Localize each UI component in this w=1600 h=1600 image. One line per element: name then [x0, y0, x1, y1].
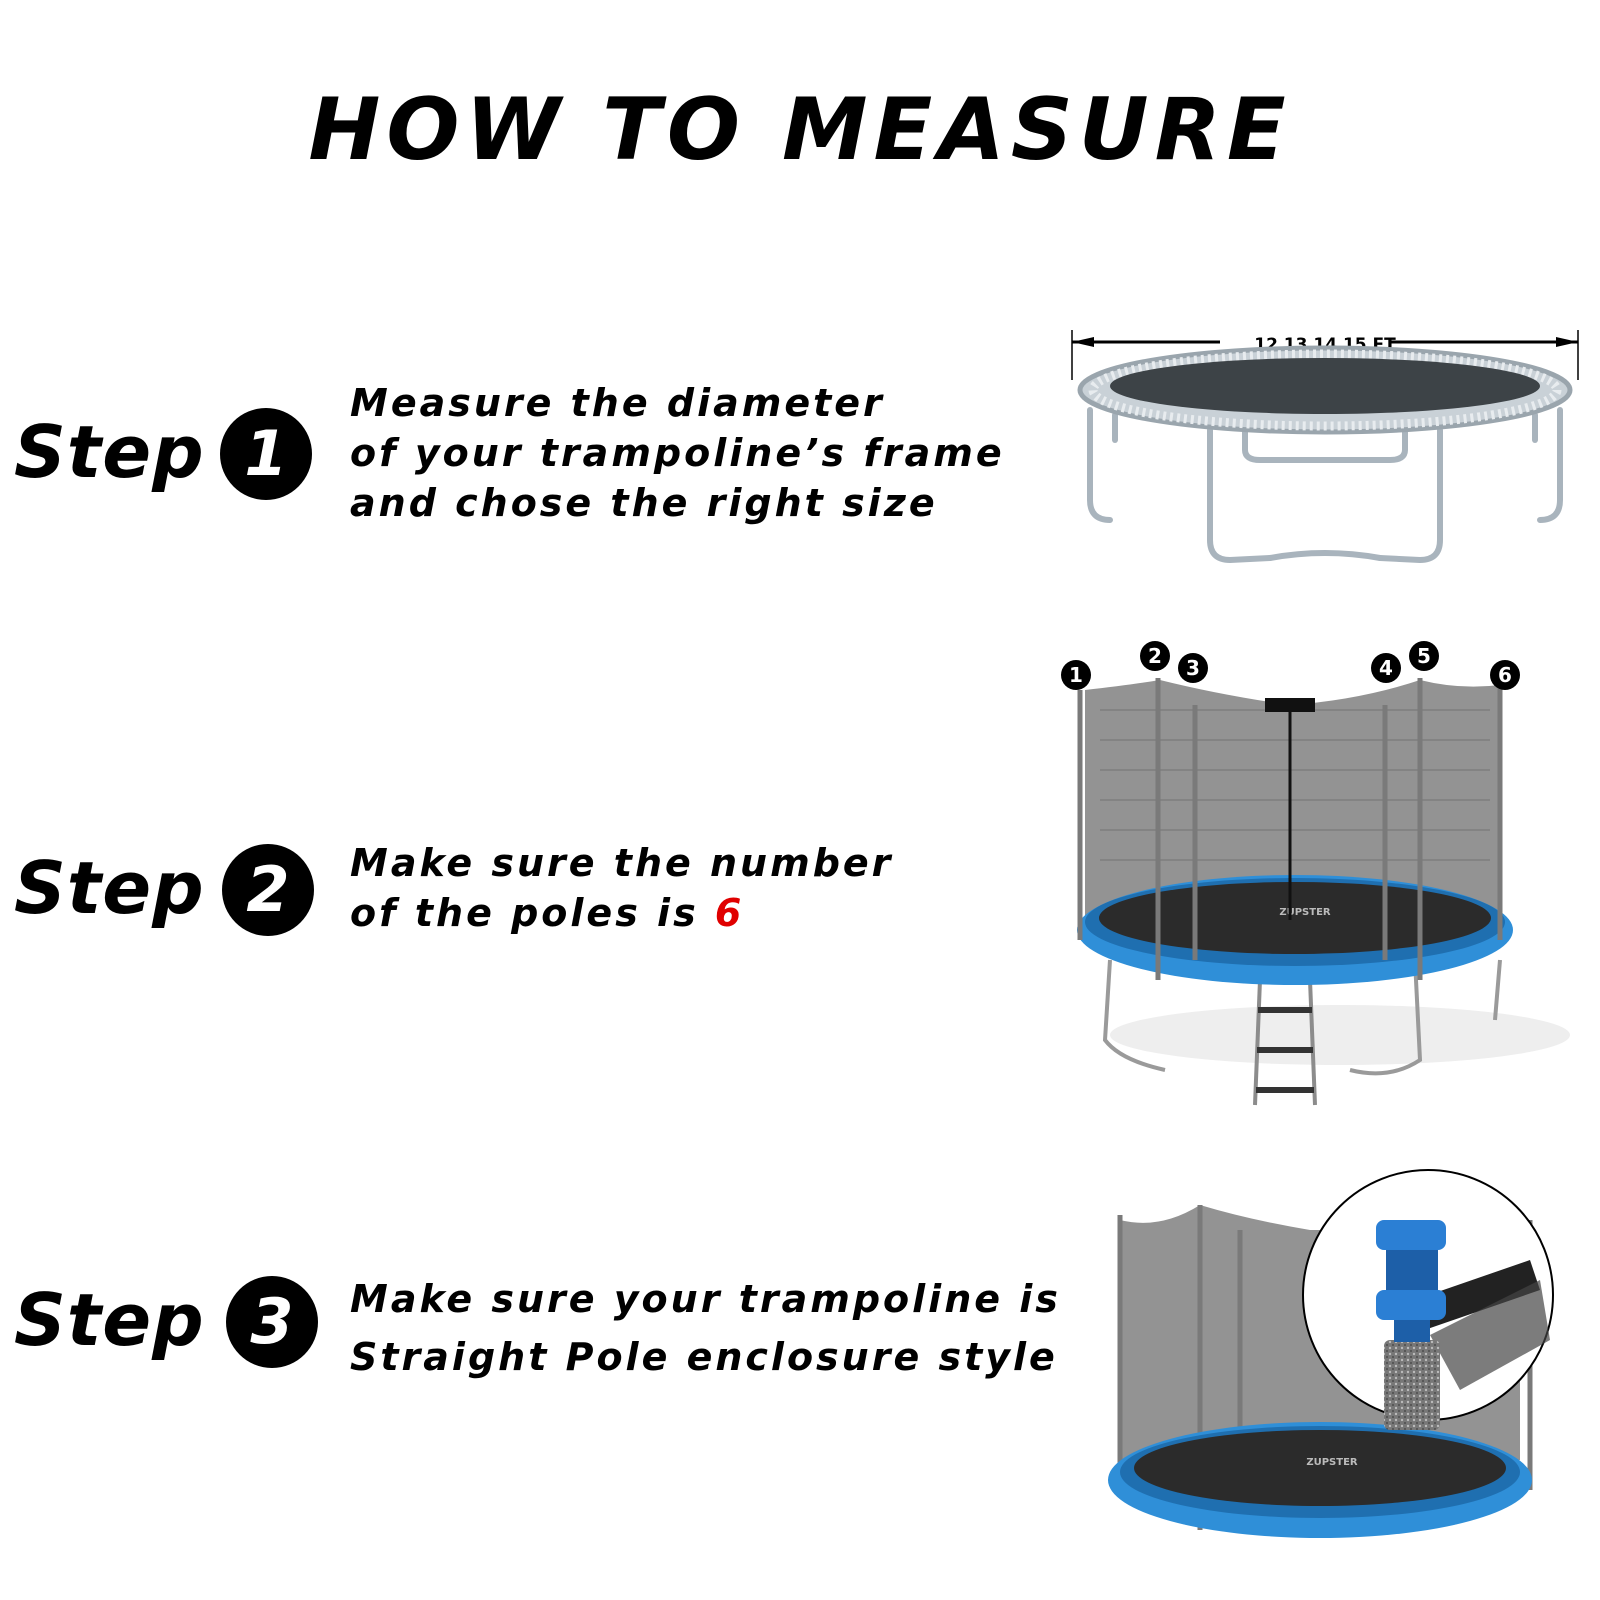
step-3-number-badge: 3	[226, 1276, 318, 1368]
step-2-text: Make sure the number of the poles is 6	[350, 838, 893, 938]
pole-number-badges: 1 2 3 4 5 6	[1061, 641, 1520, 690]
step-1-line-3: and chose the right size	[350, 481, 938, 525]
pole-number-1: 1	[1069, 663, 1083, 687]
step-3-label: Step	[14, 1278, 205, 1362]
step-2-line-2: of the poles is 6	[350, 888, 893, 938]
page-title: HOW TO MEASURE	[308, 80, 1292, 180]
step-1-line-1: Measure the diameter	[350, 381, 885, 425]
step-1: Step 1 Measure the diameter of your tram…	[0, 370, 1600, 610]
step-2-number-badge: 2	[222, 844, 314, 936]
springs	[1088, 349, 1562, 431]
enclosure-poles-illustration: ZUPSTER 1 2 3 4 5 6	[1061, 641, 1570, 1106]
pole-detail-zoom	[1302, 1169, 1554, 1430]
straight-pole-illustration: ZUPSTER	[1108, 1169, 1554, 1538]
pole-number-2: 2	[1148, 644, 1162, 668]
step-2-line-2-text: of the poles is	[350, 891, 715, 935]
mat-brand-2: ZUPSTER	[1306, 1457, 1358, 1468]
step-2: Step 2 Make sure the number of the poles…	[0, 830, 1600, 1030]
diameter-dimension-line	[1071, 330, 1579, 380]
pole-number-3: 3	[1186, 656, 1200, 680]
frame-legs	[1087, 407, 1563, 564]
pole-number-4: 4	[1379, 656, 1393, 680]
step-2-line-1: Make sure the number	[350, 841, 894, 885]
jumping-mat	[1134, 1430, 1506, 1506]
step-1-text: Measure the diameter of your trampoline’…	[350, 378, 1005, 528]
pole-count-highlight: 6	[714, 891, 745, 935]
step-3-line-2: Straight Pole enclosure style	[350, 1335, 1058, 1379]
trampoline-frame-illustration: 12 13 14 15 FT	[1071, 330, 1579, 564]
step-3-line-1: Make sure your trampoline is	[350, 1277, 1061, 1321]
poles	[1077, 678, 1503, 980]
pole-number-6: 6	[1498, 663, 1512, 687]
ladder	[1253, 979, 1317, 1106]
step-3-text: Make sure your trampoline is Straight Po…	[350, 1270, 1061, 1386]
step-1-label: Step	[14, 410, 205, 494]
pole-number-5: 5	[1417, 644, 1431, 668]
step-3: Step 3 Make sure your trampoline is Stra…	[0, 1270, 1600, 1470]
step-2-label: Step	[14, 846, 205, 930]
mat-brand: ZUPSTER	[1279, 907, 1331, 918]
step-1-line-2: of your trampoline’s frame	[350, 431, 1005, 475]
jumping-mat	[1110, 358, 1540, 414]
step-1-number-badge: 1	[220, 408, 312, 500]
